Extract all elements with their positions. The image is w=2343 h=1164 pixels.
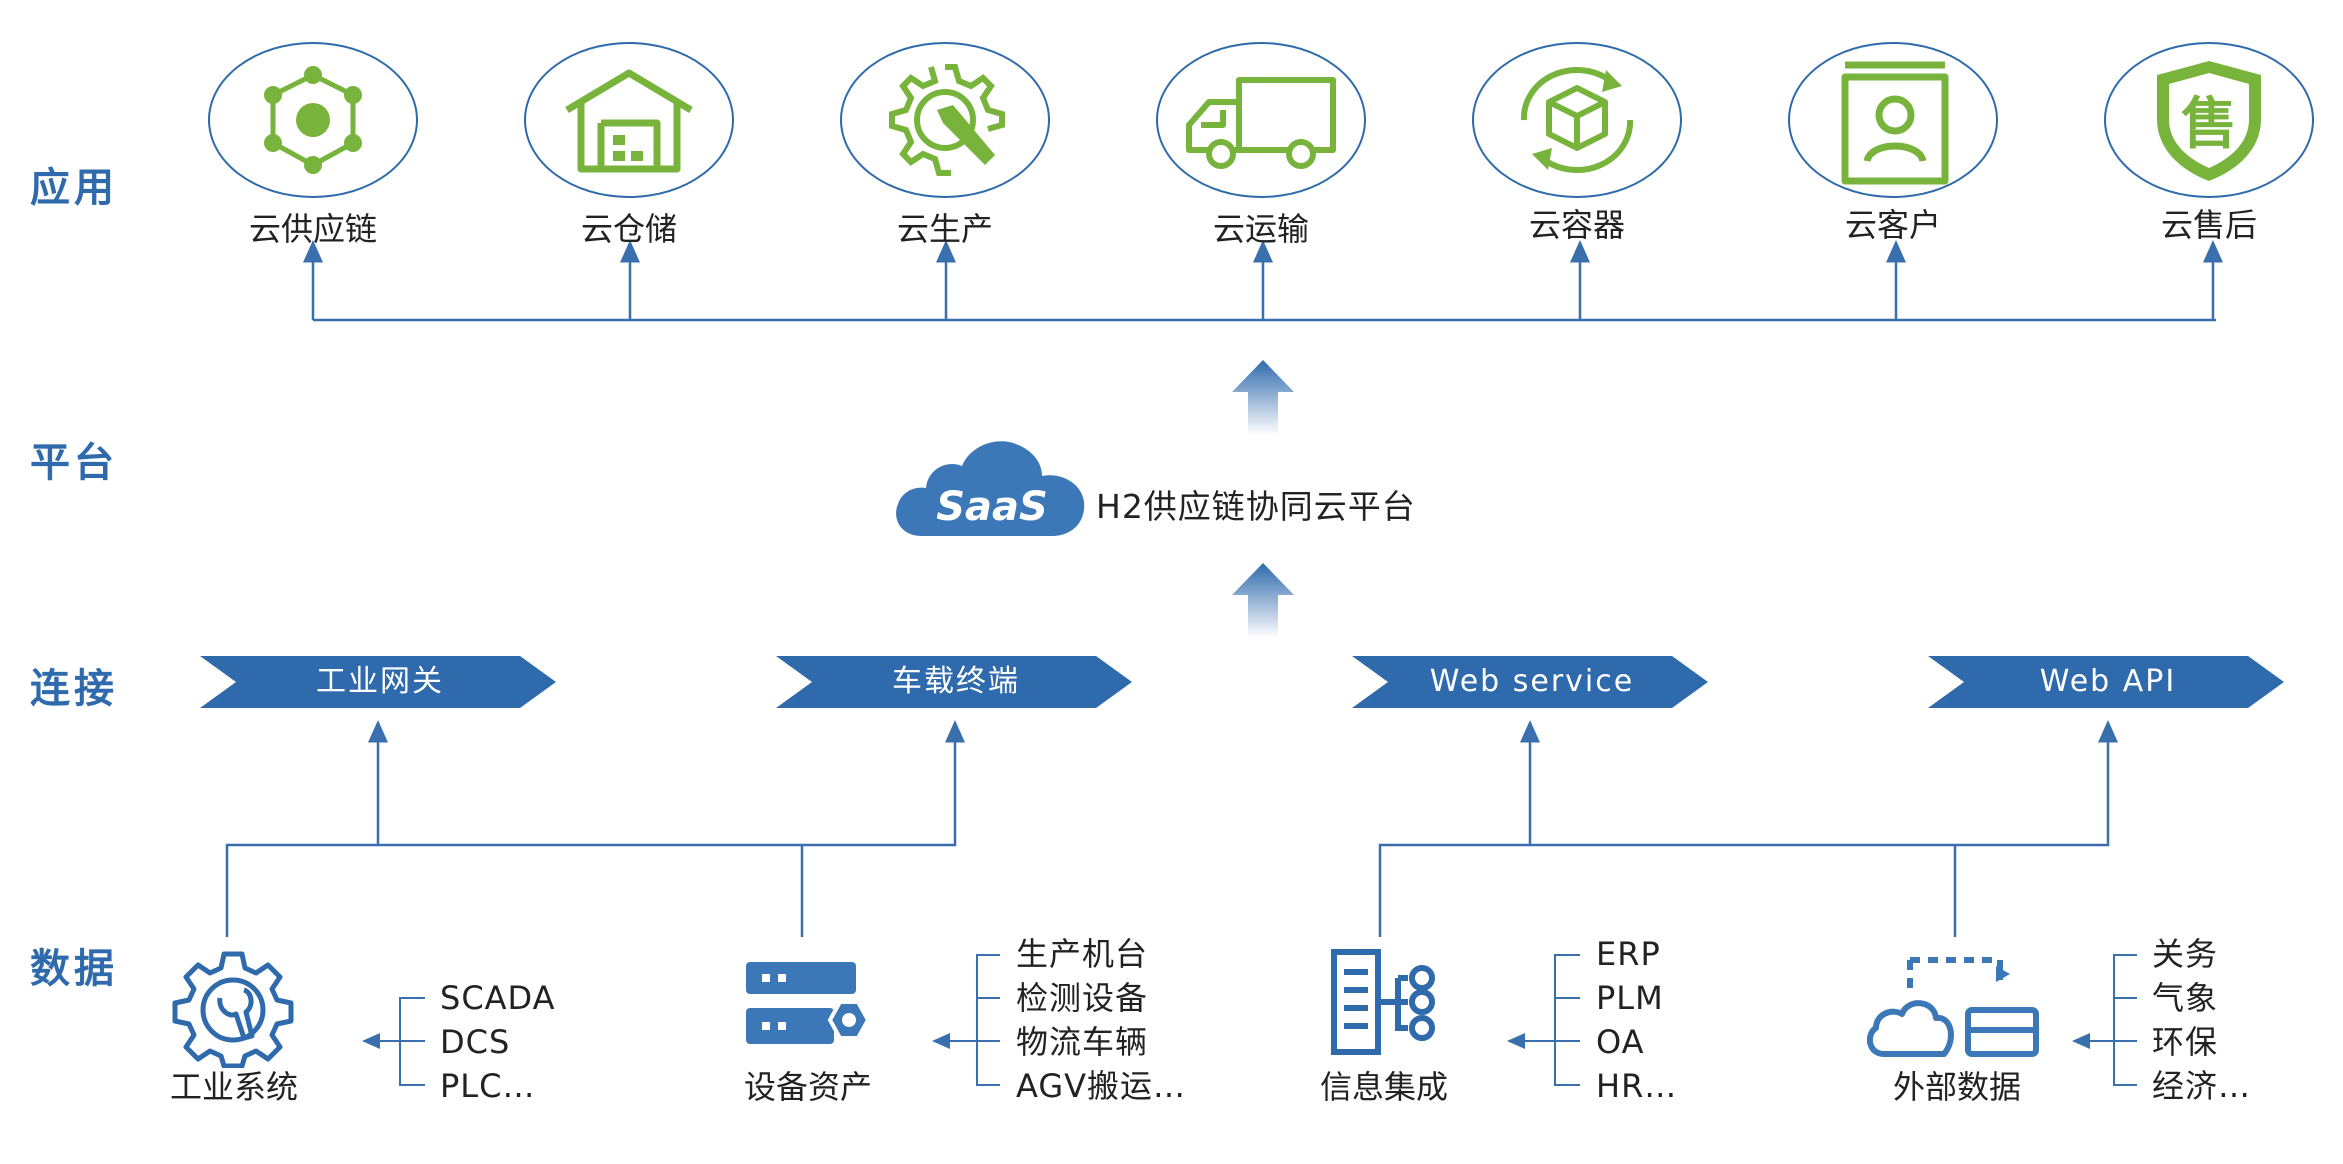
app-transport[interactable]	[1156, 42, 1366, 198]
connect-label: 车载终端	[892, 664, 1020, 699]
connect-label: 工业网关	[316, 664, 444, 699]
list-item: AGV搬运…	[1016, 1067, 1187, 1105]
app-label-warehouse: 云仓储	[580, 210, 677, 248]
container-cube-icon	[1520, 67, 1634, 173]
connect-label: Web service	[1429, 664, 1635, 699]
list-item: HR…	[1596, 1067, 1678, 1105]
list-item: SCADA	[440, 979, 556, 1017]
connect-industrial-gateway[interactable]: 工业网关	[200, 656, 560, 708]
server-asset-icon	[746, 962, 871, 1044]
list-item: DCS	[440, 1023, 511, 1061]
network-nodes-icon	[264, 66, 362, 174]
list-item: OA	[1596, 1023, 1645, 1061]
warehouse-icon	[565, 69, 693, 173]
app-label-production: 云生产	[896, 210, 993, 248]
app-container[interactable]	[1472, 42, 1682, 198]
platform-title: H2供应链协同云平台	[1096, 487, 1416, 526]
industrial-gear-icon	[172, 951, 294, 1068]
info-integration-list: ERP PLM OA HR…	[1596, 932, 1677, 1108]
list-item: 气象	[2152, 979, 2219, 1017]
external-data-list: 关务 气象 环保 经济…	[2152, 932, 2251, 1108]
saas-cloud-icon: SaaS	[896, 441, 1085, 536]
customer-card-icon	[1841, 61, 1949, 185]
layer-label-platform: 平台	[30, 440, 118, 486]
app-label-after-sale: 云售后	[2160, 206, 2257, 244]
source-label-industrial-system: 工业系统	[169, 1068, 298, 1106]
list-item: 物流车辆	[1016, 1023, 1149, 1061]
list-item: PLM	[1596, 979, 1664, 1017]
connect-label: Web API	[2039, 664, 2177, 699]
app-label-container: 云容器	[1528, 206, 1625, 244]
integration-server-icon	[1331, 949, 1435, 1055]
app-bus-line	[303, 240, 2223, 322]
saas-badge-text: SaaS	[936, 484, 1048, 530]
connect-web-api[interactable]: Web API	[1928, 656, 2288, 708]
list-item: ERP	[1596, 935, 1661, 973]
equipment-assets-list: 生产机台 检测设备 物流车辆 AGV搬运…	[1016, 932, 1186, 1108]
gear-wrench-icon	[889, 64, 1005, 176]
industrial-system-list: SCADA DCS PLC…	[440, 976, 556, 1108]
source-label-external-data: 外部数据	[1892, 1068, 2021, 1106]
app-label-transport: 云运输	[1212, 210, 1309, 248]
app-label-customer: 云客户	[1844, 206, 1941, 244]
app-production[interactable]	[840, 42, 1050, 198]
upward-arrow-icon	[1232, 360, 1294, 435]
truck-icon	[1186, 77, 1336, 169]
upward-arrow-icon	[1232, 563, 1294, 638]
right-data-bus	[1378, 720, 2118, 937]
app-customer[interactable]	[1788, 42, 1998, 198]
connect-web-service[interactable]: Web service	[1352, 656, 1712, 708]
source-brackets	[362, 954, 2137, 1086]
list-item: 关务	[2152, 935, 2219, 973]
svg-text:售: 售	[2181, 92, 2237, 157]
connect-vehicle-terminal[interactable]: 车载终端	[776, 656, 1136, 708]
layer-label-app: 应用	[30, 165, 118, 211]
list-item: PLC…	[440, 1067, 536, 1105]
app-warehouse[interactable]	[524, 42, 734, 198]
list-item: 检测设备	[1016, 979, 1149, 1017]
app-supply-chain[interactable]	[208, 42, 418, 198]
after-sale-shield-icon: 售	[2157, 61, 2261, 181]
source-label-equipment-assets: 设备资产	[743, 1068, 872, 1106]
app-label-supply-chain: 云供应链	[248, 210, 377, 248]
list-item: 经济…	[2152, 1067, 2252, 1105]
layer-label-connect: 连接	[30, 666, 118, 712]
cloud-data-icon	[1866, 957, 2039, 1057]
source-label-info-integration: 信息集成	[1319, 1068, 1448, 1106]
left-data-bus	[225, 720, 965, 937]
list-item: 环保	[2152, 1023, 2219, 1061]
app-after-sale[interactable]: 售	[2104, 42, 2314, 198]
list-item: 生产机台	[1016, 935, 1149, 973]
layer-label-data: 数据	[30, 946, 118, 992]
